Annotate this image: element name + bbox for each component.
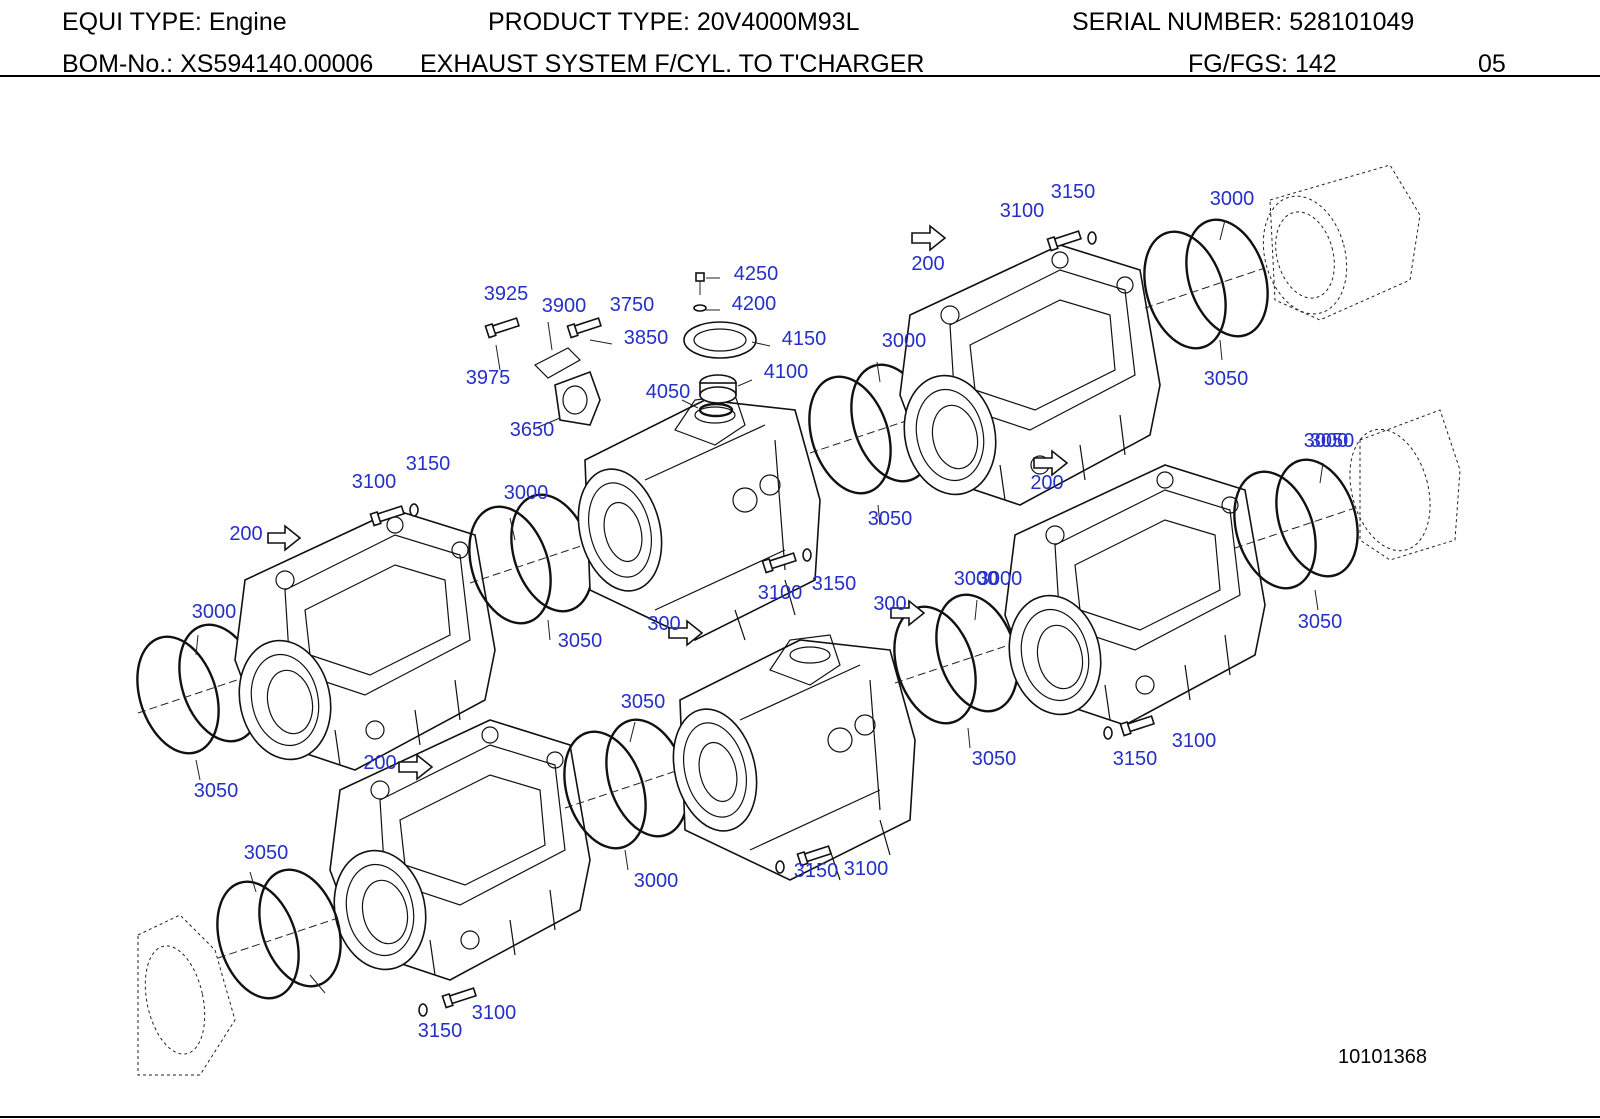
callout-3150: 3150 (812, 573, 857, 595)
leader-lines (195, 219, 1324, 994)
equi-type-value: Engine (208, 8, 287, 36)
callout-3000: 3000 (504, 482, 549, 504)
exhaust-housing-200-upper (227, 509, 496, 771)
callout-3050: 3050 (1310, 430, 1355, 452)
callout-3850: 3850 (624, 327, 669, 349)
callout-3150: 3150 (1051, 181, 1096, 203)
screw-3925 (484, 317, 520, 339)
drawing-number: 10101368 (1338, 1046, 1427, 1068)
screw-3750 (566, 317, 602, 339)
callout-3050: 3050 (972, 748, 1017, 770)
callout-3975: 3975 (466, 367, 511, 389)
header-rule (0, 75, 1600, 77)
callout-200: 200 (229, 523, 262, 545)
turbocharger-ghost-right (1349, 409, 1461, 561)
callout-3900: 3900 (542, 295, 587, 317)
callout-4250: 4250 (734, 263, 779, 285)
callout-3100: 3100 (472, 1002, 517, 1024)
turbocharger-ghost-bottom (137, 914, 236, 1076)
equi-type-label: EQUI TYPE: Engine (62, 8, 287, 36)
connection-piece-3650 (554, 370, 601, 426)
bom-description: EXHAUST SYSTEM F/CYL. TO T'CHARGER (420, 50, 925, 78)
page-number: 05 (1478, 50, 1506, 78)
seal-ring-pair-lower-left (202, 857, 356, 1011)
callout-3100: 3100 (1000, 200, 1045, 222)
callout-3000: 3000 (634, 870, 679, 892)
fg-label: FG/FGS: 142 (1188, 50, 1337, 78)
screw-4250 (695, 272, 705, 295)
callout-4150: 4150 (782, 328, 827, 350)
callout-3050: 3050 (558, 630, 603, 652)
callout-3000: 3000 (1210, 188, 1255, 210)
bom-value: XS594140.00006 (180, 50, 374, 78)
callout-3100: 3100 (1172, 730, 1217, 752)
callout-300: 300 (873, 593, 906, 615)
bom-label: BOM-No.: XS594140.00006 (62, 50, 374, 78)
direction-arrow-200-right (1033, 449, 1069, 477)
callout-300: 300 (647, 613, 680, 635)
exhaust-manifold-300-lower (660, 634, 916, 881)
direction-arrow-300-lower (890, 599, 926, 627)
serial-number-label: SERIAL NUMBER: 528101049 (1072, 8, 1415, 36)
callout-3000: 3000 (1304, 430, 1349, 452)
callout-200: 200 (1030, 472, 1063, 494)
callout-3100: 3100 (758, 582, 803, 604)
seal-ring-pair-top (1129, 207, 1283, 361)
callout-4050: 4050 (646, 381, 691, 403)
product-type-value: 20V4000M93L (696, 8, 860, 36)
turbocharger-ghost-top (1262, 164, 1421, 321)
exhaust-housing-200-top (892, 244, 1161, 506)
flange-4100 (699, 374, 737, 404)
callout-200: 200 (363, 752, 396, 774)
direction-arrow-200-upper (267, 524, 302, 552)
washer-3150-lower-middle (775, 860, 785, 874)
callout-3100: 3100 (352, 471, 397, 493)
washer-4200 (693, 304, 707, 312)
callout-3150: 3150 (1113, 748, 1158, 770)
callout-3650: 3650 (510, 419, 555, 441)
product-type-label: PRODUCT TYPE: 20V4000M93L (488, 8, 860, 36)
callout-3925: 3925 (484, 283, 529, 305)
footer-rule (0, 1116, 1600, 1118)
callout-4100: 4100 (764, 361, 809, 383)
callout-3050: 3050 (1298, 611, 1343, 633)
exhaust-housing-200-right (997, 464, 1266, 726)
callout-3100: 3100 (844, 858, 889, 880)
washer-3150-lower-left (418, 1003, 428, 1017)
callout-3000: 3000 (978, 568, 1023, 590)
direction-arrow-300-upper (668, 619, 704, 647)
callout-3000: 3000 (882, 330, 927, 352)
callout-3050: 3050 (868, 508, 913, 530)
cover-plate-4150 (683, 321, 757, 359)
direction-arrow-200-top (911, 224, 947, 252)
gasket-3900 (533, 347, 581, 379)
o-ring-4050 (698, 402, 734, 418)
callout-200: 200 (911, 253, 944, 275)
callout-3000: 3000 (192, 601, 237, 623)
washer-3150-upper-left (409, 503, 419, 517)
washer-3150-middle (802, 548, 812, 562)
callout-3050: 3050 (194, 780, 239, 802)
washer-3150-right (1103, 726, 1113, 740)
callout-3050: 3050 (244, 842, 289, 864)
callout-3050: 3050 (621, 691, 666, 713)
direction-arrow-200-lower (398, 753, 434, 781)
callout-3150: 3150 (794, 860, 839, 882)
callout-3050: 3050 (1204, 368, 1249, 390)
callout-3750: 3750 (610, 294, 655, 316)
fg-value: 142 (1294, 50, 1337, 78)
callout-3000: 3000 (954, 568, 999, 590)
washer-3150-top (1087, 231, 1097, 245)
callout-3150: 3150 (406, 453, 451, 475)
callout-4200: 4200 (732, 293, 777, 315)
callout-3150: 3150 (418, 1020, 463, 1042)
serial-number-value: 528101049 (1289, 8, 1415, 36)
